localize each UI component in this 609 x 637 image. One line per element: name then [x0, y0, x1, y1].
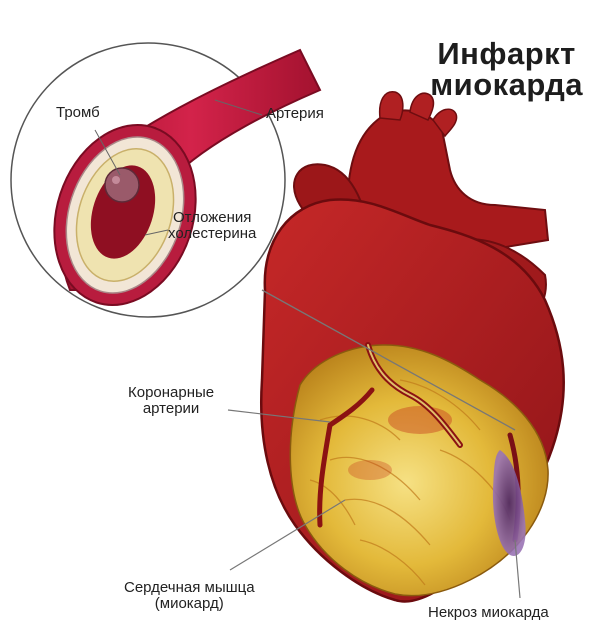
coronary-arteries-label: Коронарные артерии [128, 385, 214, 417]
deposits-line-1: Отложения [168, 210, 256, 226]
heart-illustration [261, 92, 563, 602]
cholesterol-deposits-label: Отложения холестерина [168, 210, 256, 242]
diagram-title: Инфаркт миокарда [430, 38, 583, 100]
necrosis-label: Некроз миокарда [428, 605, 549, 621]
thrombus-highlight [112, 176, 120, 184]
deposits-line-2: холестерина [168, 226, 256, 242]
thrombus-clot [105, 168, 139, 202]
coronary-line-1: Коронарные [128, 385, 214, 401]
myocardium-line-2: (миокард) [124, 596, 255, 612]
myocardium-label: Сердечная мышца (миокард) [124, 580, 255, 612]
great-vessel-1 [380, 92, 403, 120]
title-line-1: Инфаркт [430, 38, 583, 69]
thrombus-label: Тромб [56, 105, 100, 121]
myocardium-line-1: Сердечная мышца [124, 580, 255, 596]
artery-label: Артерия [266, 106, 324, 122]
title-line-2: миокарда [430, 69, 583, 100]
muscle-patch-2 [348, 460, 392, 480]
coronary-line-2: артерии [128, 401, 214, 417]
